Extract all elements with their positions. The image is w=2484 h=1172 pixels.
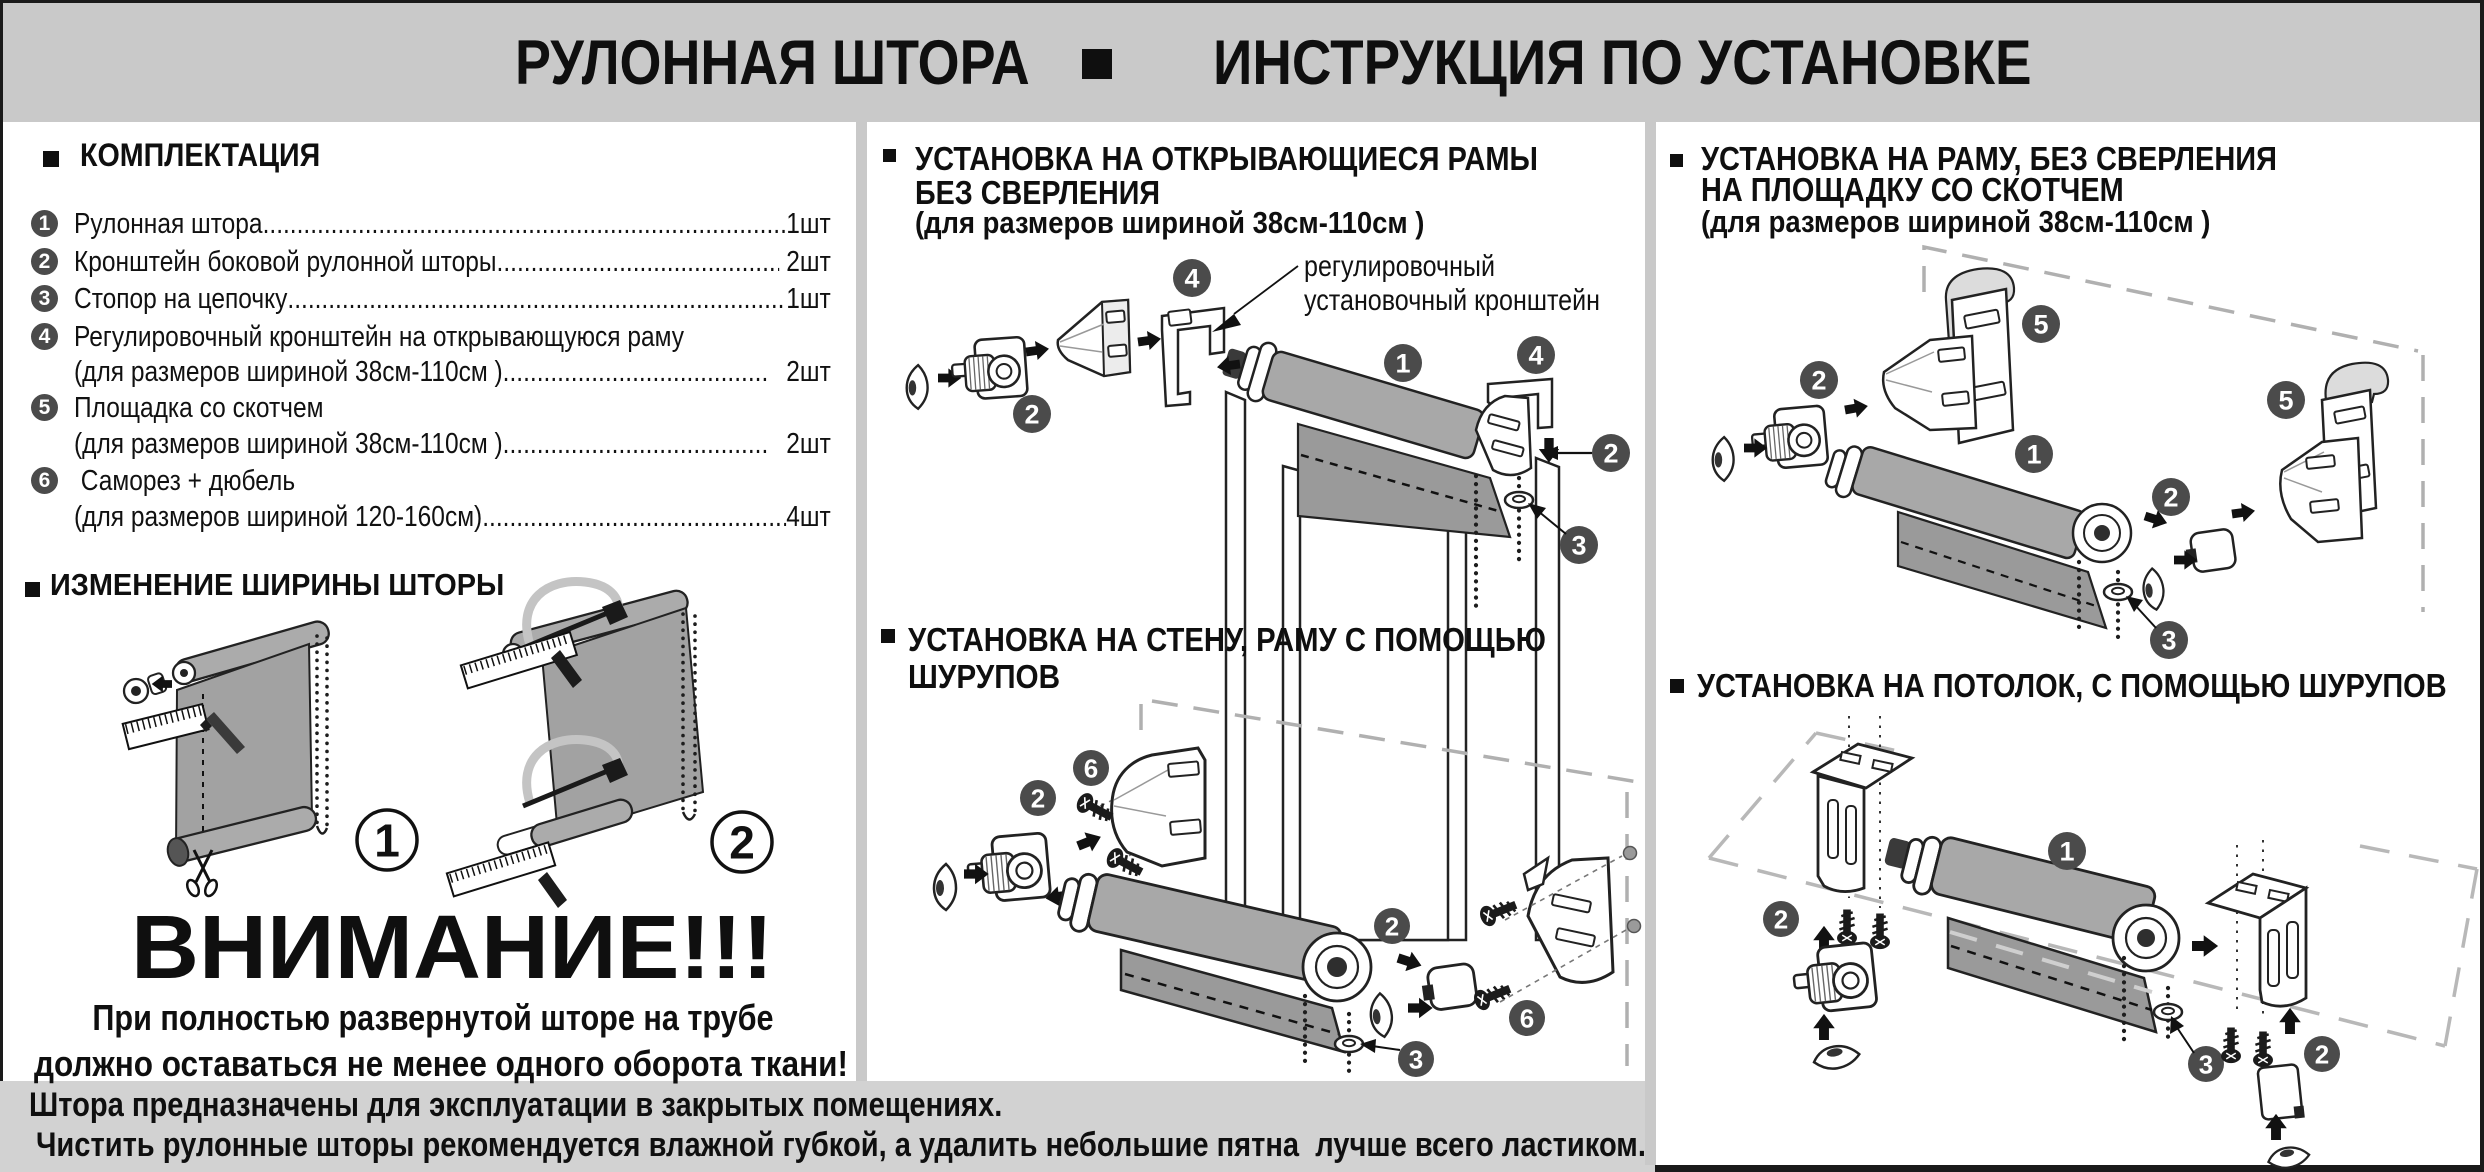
svg-text:2: 2 — [1811, 366, 1826, 396]
svg-text:3: 3 — [2161, 626, 2176, 656]
svg-text:1: 1 — [1395, 349, 1410, 379]
svg-text:3: 3 — [1409, 1044, 1423, 1074]
svg-text:2: 2 — [2315, 1039, 2329, 1069]
svg-text:2: 2 — [729, 817, 755, 869]
svg-text:5: 5 — [2278, 386, 2293, 416]
svg-text:3: 3 — [1571, 531, 1586, 561]
svg-text:5: 5 — [2033, 310, 2048, 340]
svg-text:4: 4 — [1184, 264, 1199, 294]
svg-text:4: 4 — [1528, 341, 1543, 371]
svg-text:2: 2 — [1031, 783, 1045, 813]
svg-text:2: 2 — [2163, 483, 2178, 513]
svg-text:6: 6 — [1084, 753, 1098, 783]
svg-text:2: 2 — [1385, 911, 1399, 941]
svg-text:1: 1 — [2026, 440, 2041, 470]
svg-text:1: 1 — [374, 815, 400, 867]
svg-text:1: 1 — [2059, 837, 2074, 867]
svg-text:6: 6 — [1520, 1003, 1534, 1033]
svg-text:2: 2 — [1774, 904, 1788, 934]
svg-text:2: 2 — [1603, 439, 1618, 469]
svg-text:3: 3 — [2199, 1049, 2213, 1079]
svg-text:2: 2 — [1024, 400, 1039, 430]
